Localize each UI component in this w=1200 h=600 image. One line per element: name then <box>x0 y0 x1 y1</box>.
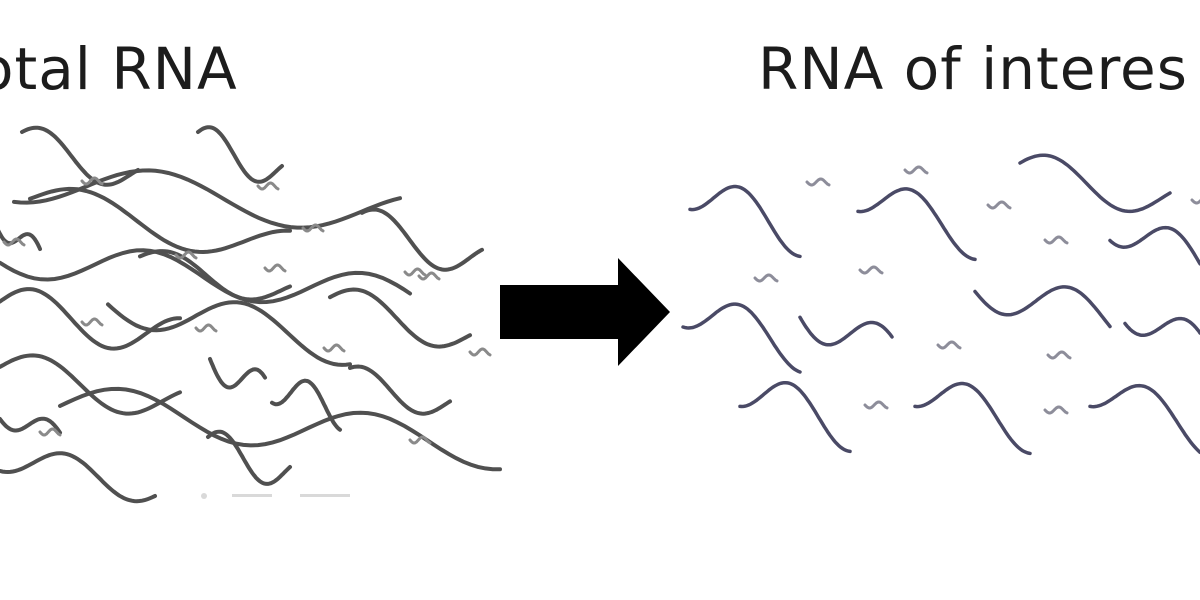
rna-of-interest-strands <box>681 153 1200 456</box>
rna-fragment <box>2 237 26 247</box>
faint-dash <box>300 494 350 497</box>
rna-fragment <box>403 267 427 277</box>
rna-fragment <box>194 323 218 333</box>
rna-strand <box>681 302 802 374</box>
rna-fragment <box>986 200 1012 210</box>
rna-strand <box>0 451 157 504</box>
total-rna-fragments <box>2 176 492 445</box>
arrow-right-icon <box>500 258 670 366</box>
rna-strand <box>0 416 62 435</box>
rna-of-interest-label: RNA of interes <box>758 35 1188 103</box>
rna-strand <box>196 125 284 184</box>
rna-strand <box>1018 153 1172 214</box>
rna-strand <box>206 429 292 486</box>
rna-strand <box>12 168 402 230</box>
rna-strand <box>1088 383 1200 455</box>
faint-dot <box>201 493 207 499</box>
rna-strand <box>856 187 977 262</box>
rna-strand <box>0 287 182 351</box>
rna-strand <box>58 386 502 472</box>
rna-fragment <box>80 176 104 186</box>
rna-fragment <box>417 271 441 281</box>
rna-fragment <box>1043 405 1069 415</box>
rna-fragment <box>468 347 492 357</box>
rna-strand <box>348 364 452 416</box>
rna-fragment <box>38 427 62 437</box>
total-rna-strands <box>0 125 502 504</box>
rna-fragment <box>858 265 884 275</box>
rna-strand <box>28 186 292 255</box>
rna-fragment <box>322 343 346 353</box>
rna-fragment <box>263 263 287 273</box>
rna-fragment <box>936 340 962 350</box>
rna-fragment <box>174 250 198 260</box>
rna-fragment <box>1046 350 1072 360</box>
total-rna-label: otal RNA <box>0 35 238 103</box>
faint-dash <box>232 494 272 497</box>
rna-strand <box>0 248 412 305</box>
rna-fragment <box>1190 198 1200 205</box>
rna-fragment <box>903 165 929 175</box>
rna-of-interest-fragments <box>753 165 1200 415</box>
faint-dots <box>201 493 350 499</box>
rna-strand <box>1123 316 1200 338</box>
rna-fragment <box>256 181 280 191</box>
rna-strand <box>0 353 182 416</box>
rna-strand <box>106 300 352 367</box>
rna-strand <box>798 315 894 347</box>
rna-strand <box>138 249 292 302</box>
rna-fragment <box>753 273 779 283</box>
rna-strand <box>913 381 1032 456</box>
rna-strand <box>973 285 1112 329</box>
rna-strand <box>1108 225 1200 266</box>
rna-strand <box>328 287 472 349</box>
rna-fragment <box>805 177 831 187</box>
rna-strand <box>688 184 802 259</box>
rna-fragment <box>408 435 432 445</box>
rna-fragment <box>1043 235 1069 245</box>
rna-fragment <box>80 317 104 327</box>
rna-fragment <box>301 223 325 233</box>
rna-strand <box>270 378 342 432</box>
rna-fragment <box>863 400 889 410</box>
rna-strand <box>738 380 852 454</box>
rna-strand <box>20 125 140 187</box>
rna-strand <box>208 357 267 390</box>
rna-strand <box>360 207 484 272</box>
